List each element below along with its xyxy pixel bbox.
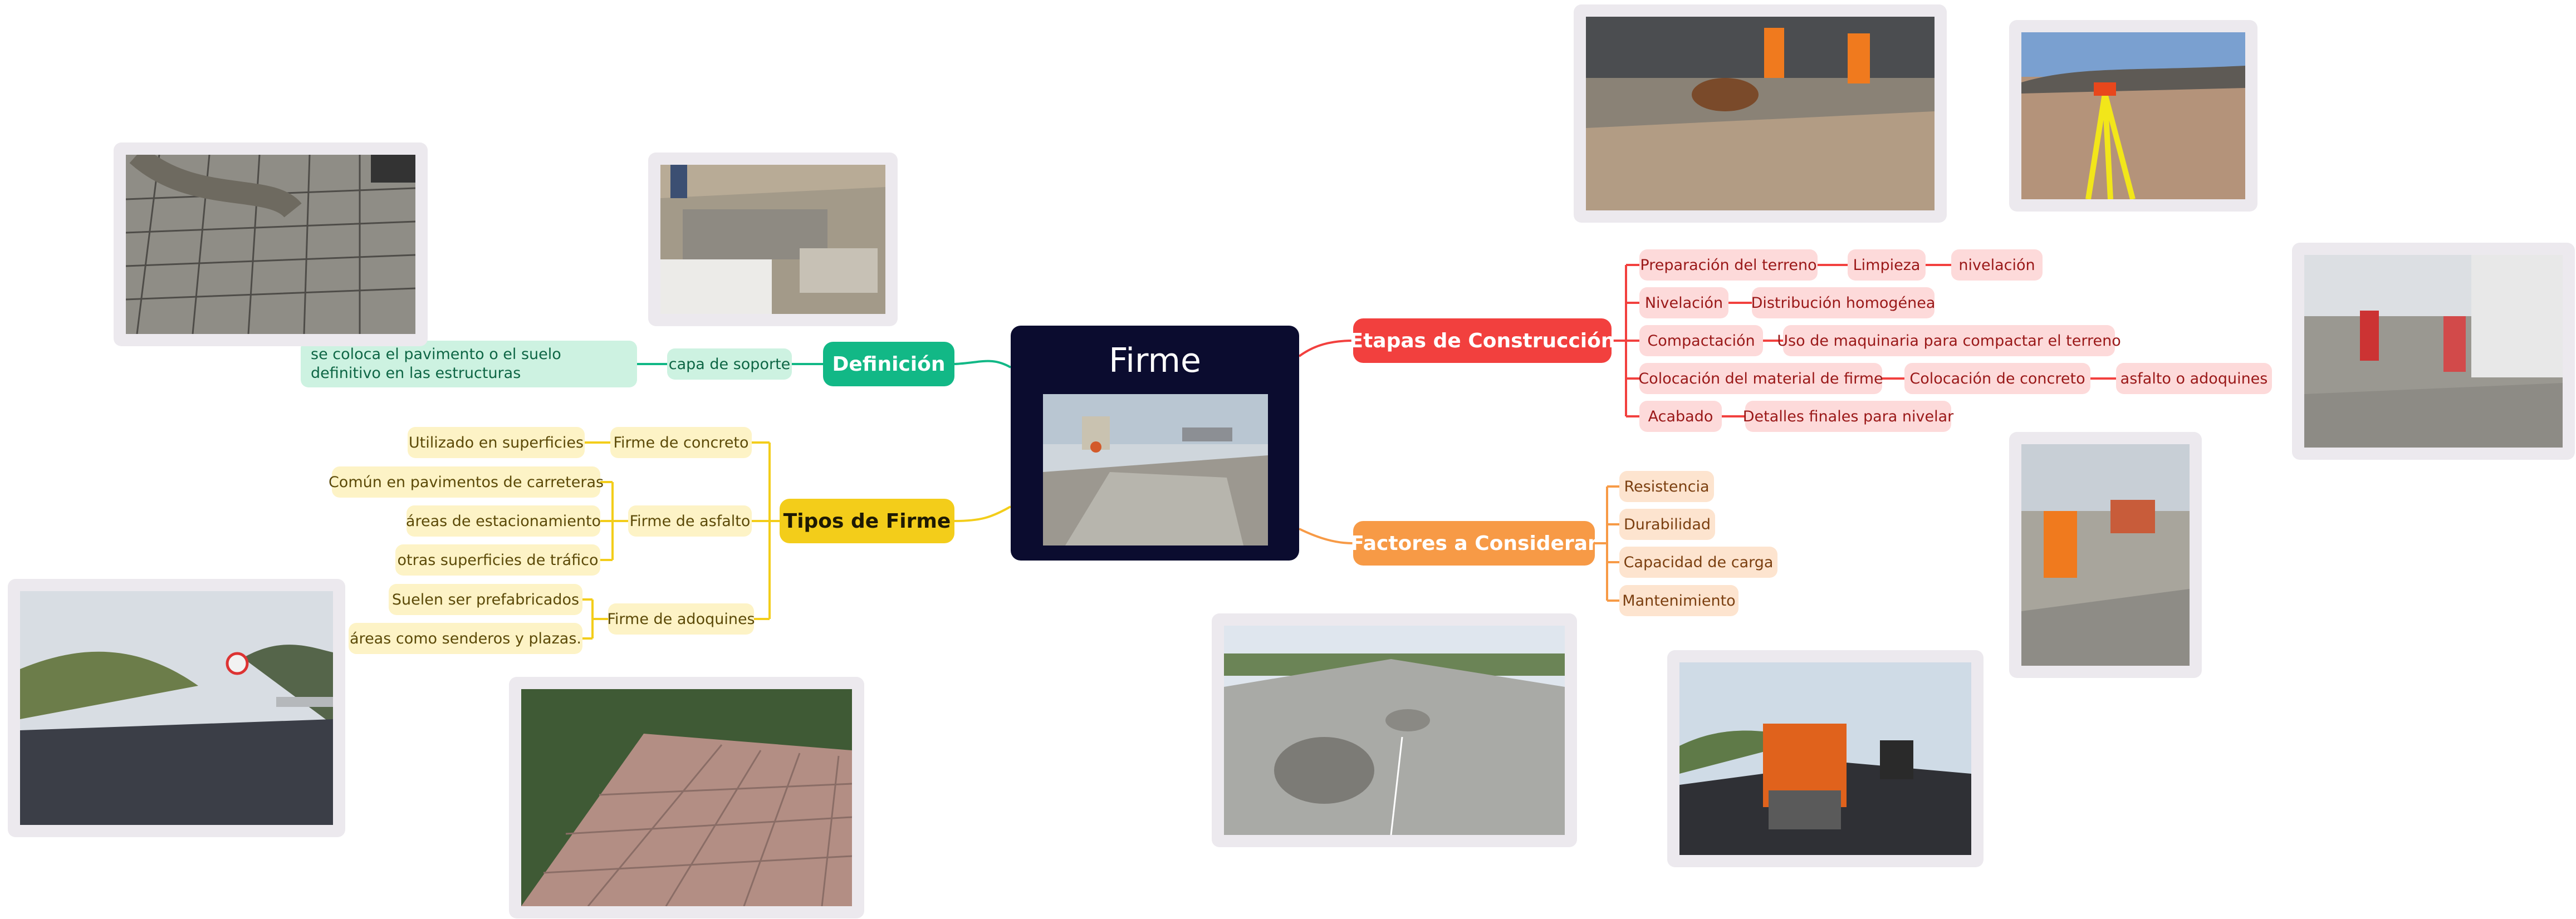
etapas-nivelacion-sub[interactable]: nivelación bbox=[1951, 249, 2043, 281]
etapas-acabado[interactable]: Acabado bbox=[1639, 401, 1722, 432]
photo-cracked-road bbox=[1212, 613, 1577, 847]
concrete-truck-photo bbox=[2304, 255, 2563, 448]
factores-capacidad-de-carga[interactable]: Capacidad de carga bbox=[1619, 547, 1777, 578]
definicion-detail[interactable]: se coloca el pavimento o el suelo defini… bbox=[301, 341, 637, 387]
etapas-distribucion-homogenea[interactable]: Distribución homogénea bbox=[1751, 287, 1936, 318]
etapas-colocacion-material[interactable]: Colocación del material de firme bbox=[1638, 363, 1883, 394]
etapas-nivelacion-label: Nivelación bbox=[1644, 294, 1723, 312]
photo-formwork-blocks bbox=[648, 153, 898, 326]
factores-durabilidad-label: Durabilidad bbox=[1624, 515, 1711, 533]
photo-concrete-truck bbox=[2292, 243, 2575, 460]
etapas-asfalto-o-adoquines[interactable]: asfalto o adoquines bbox=[2116, 363, 2272, 394]
etapas-preparacion-label: Preparación del terreno bbox=[1640, 256, 1817, 274]
definicion-detail-label: se coloca el pavimento o el suelo defini… bbox=[311, 346, 561, 382]
tipos-asfalto-detail-2[interactable]: áreas de estacionamiento bbox=[405, 505, 601, 537]
etapas-compactacion-label: Compactación bbox=[1647, 332, 1755, 350]
tipos-firme-asfalto[interactable]: Firme de asfalto bbox=[628, 505, 752, 537]
tipos-firme-adoquines[interactable]: Firme de adoquines bbox=[607, 603, 755, 635]
tipos-asfalto-detail-3[interactable]: otras superficies de tráfico bbox=[395, 544, 600, 576]
etapas-colocacion-concreto-label: Colocación de concreto bbox=[1909, 370, 2085, 387]
branch-definicion[interactable]: Definición bbox=[823, 342, 954, 386]
tipos-asfalto-detail-2-label: áreas de estacionamiento bbox=[405, 512, 601, 530]
etapas-colocacion-concreto[interactable]: Colocación de concreto bbox=[1904, 363, 2090, 394]
etapas-distribucion-label: Distribución homogénea bbox=[1751, 294, 1936, 312]
tipos-adoquines-detail-2-label: áreas como senderos y plazas. bbox=[350, 630, 581, 647]
central-topic-title: Firme bbox=[1109, 341, 1201, 380]
branch-factores-a-considerar[interactable]: Factores a Considerar bbox=[1350, 521, 1598, 566]
paving-stones-photo bbox=[521, 689, 852, 906]
photo-workers-wheelbarrow bbox=[1574, 4, 1947, 223]
concrete-pouring-photo bbox=[1043, 394, 1268, 545]
cracked-road-photo bbox=[1224, 626, 1565, 835]
etapas-limpieza-label: Limpieza bbox=[1853, 256, 1921, 274]
etapas-limpieza[interactable]: Limpieza bbox=[1848, 249, 1926, 281]
etapas-compactacion[interactable]: Compactación bbox=[1639, 325, 1763, 356]
photo-workers-finishing bbox=[2009, 432, 2202, 678]
etapas-nivelacion[interactable]: Nivelación bbox=[1639, 287, 1728, 318]
tipos-concreto-detail[interactable]: Utilizado en superficies bbox=[408, 427, 585, 458]
tipos-adoquines-detail-1[interactable]: Suelen ser prefabricados bbox=[389, 584, 582, 615]
branch-definicion-label: Definición bbox=[832, 352, 946, 376]
factores-resistencia[interactable]: Resistencia bbox=[1619, 471, 1714, 502]
etapas-maquinaria-label: Uso de maquinaria para compactar el terr… bbox=[1777, 332, 2121, 350]
tipos-concreto-label: Firme de concreto bbox=[613, 434, 749, 451]
definicion-capa-label: capa de soporte bbox=[668, 355, 791, 373]
tipos-firme-concreto[interactable]: Firme de concreto bbox=[610, 427, 752, 458]
factores-mantenimiento-label: Mantenimiento bbox=[1622, 592, 1736, 610]
tipos-asfalto-detail-1[interactable]: Común en pavimentos de carreteras bbox=[329, 466, 604, 498]
photo-road-roller bbox=[1667, 650, 1984, 867]
etapas-detalles-label: Detalles finales para nivelar bbox=[1742, 407, 1954, 425]
asphalt-road-photo bbox=[20, 591, 333, 825]
photo-surveying-level bbox=[2009, 20, 2257, 212]
workers-finishing-photo bbox=[2021, 444, 2190, 666]
tipos-adoquines-label: Firme de adoquines bbox=[607, 610, 755, 628]
factores-capacidad-label: Capacidad de carga bbox=[1623, 553, 1774, 571]
factores-durabilidad[interactable]: Durabilidad bbox=[1619, 509, 1715, 540]
etapas-asfalto-label: asfalto o adoquines bbox=[2120, 370, 2268, 387]
tipos-asfalto-detail-1-label: Común en pavimentos de carreteras bbox=[328, 473, 604, 491]
central-topic[interactable]: Firme bbox=[1011, 326, 1299, 561]
factores-mantenimiento[interactable]: Mantenimiento bbox=[1619, 585, 1738, 616]
road-roller-photo bbox=[1679, 662, 1971, 855]
workers-wheelbarrow-photo bbox=[1586, 17, 1935, 210]
branch-etapas-de-construccion[interactable]: Etapas de Construcción bbox=[1349, 318, 1615, 363]
tipos-asfalto-label: Firme de asfalto bbox=[629, 512, 751, 530]
tipos-asfalto-detail-3-label: otras superficies de tráfico bbox=[397, 551, 599, 569]
formwork-blocks-photo bbox=[660, 165, 885, 314]
branch-etapas-label: Etapas de Construcción bbox=[1349, 329, 1615, 352]
branch-tipos-de-firme[interactable]: Tipos de Firme bbox=[780, 499, 954, 543]
concrete-mesh-photo bbox=[126, 155, 415, 334]
tipos-adoquines-detail-2[interactable]: áreas como senderos y plazas. bbox=[349, 623, 582, 654]
photo-paving-stones bbox=[509, 677, 864, 918]
etapas-uso-de-maquinaria[interactable]: Uso de maquinaria para compactar el terr… bbox=[1777, 325, 2121, 356]
tipos-adoquines-detail-1-label: Suelen ser prefabricados bbox=[391, 591, 580, 608]
photo-asphalt-road bbox=[8, 579, 345, 837]
branch-tipos-label: Tipos de Firme bbox=[783, 509, 951, 533]
branch-factores-label: Factores a Considerar bbox=[1350, 532, 1598, 555]
etapas-nivelacion-sub-label: nivelación bbox=[1958, 256, 2035, 274]
etapas-colocacion-material-label: Colocación del material de firme bbox=[1638, 370, 1883, 387]
definicion-capa-de-soporte[interactable]: capa de soporte bbox=[667, 348, 792, 380]
etapas-detalles-finales[interactable]: Detalles finales para nivelar bbox=[1742, 401, 1954, 432]
photo-concrete-mesh bbox=[114, 142, 428, 346]
factores-resistencia-label: Resistencia bbox=[1624, 478, 1710, 495]
etapas-preparacion-del-terreno[interactable]: Preparación del terreno bbox=[1639, 249, 1818, 281]
tipos-concreto-detail-label: Utilizado en superficies bbox=[408, 434, 584, 451]
surveying-level-photo bbox=[2021, 32, 2245, 199]
etapas-acabado-label: Acabado bbox=[1648, 407, 1713, 425]
